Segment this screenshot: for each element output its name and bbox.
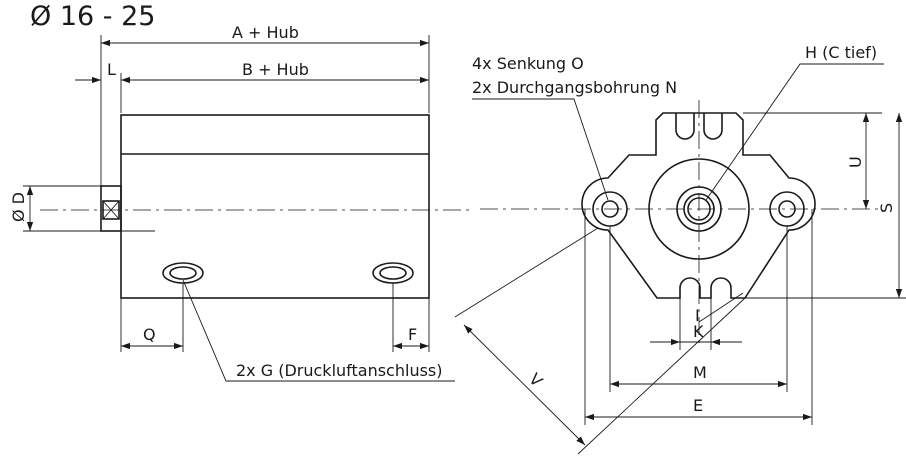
dim-label-S: S <box>877 203 896 213</box>
dim-label-I: I <box>695 306 700 325</box>
leader-line-I <box>698 292 744 323</box>
dim-label-K: K <box>693 322 704 341</box>
dim-label-E: E <box>693 396 703 415</box>
dim-label-L: L <box>107 60 116 79</box>
leader-line-O-N <box>472 98 609 201</box>
dim-label-A: A + Hub <box>232 23 299 42</box>
diameter-range-title: Ø 16 - 25 <box>30 1 155 32</box>
side-view: A + Hub B + Hub L Ø D Q F 2x G (Druckluf… <box>9 23 470 382</box>
callout-N: 2x Durchgangsbohrung N <box>472 78 677 97</box>
leader-line-H <box>705 63 884 201</box>
dim-label-V: V <box>525 369 546 390</box>
top-slot-right <box>703 113 723 140</box>
dim-label-Q: Q <box>143 325 156 344</box>
callout-O: 4x Senkung O <box>472 54 584 73</box>
dimension-line-V <box>463 324 586 446</box>
dim-label-U: U <box>846 156 865 168</box>
dim-label-M: M <box>693 363 707 382</box>
leader-line-G <box>182 279 455 382</box>
dim-label-F: F <box>408 325 417 344</box>
air-port-right <box>372 262 414 284</box>
front-view: 4x Senkung O 2x Durchgangsbohrung N H (C… <box>454 43 906 455</box>
dim-label-B: B + Hub <box>242 60 309 79</box>
callout-H: H (C tief) <box>805 43 877 62</box>
callout-G: 2x G (Druckluftanschluss) <box>236 361 443 380</box>
cylinder-body <box>120 114 430 299</box>
piston-rod <box>100 185 122 232</box>
top-slot-left <box>675 113 695 140</box>
dim-label-D: Ø D <box>9 192 28 222</box>
